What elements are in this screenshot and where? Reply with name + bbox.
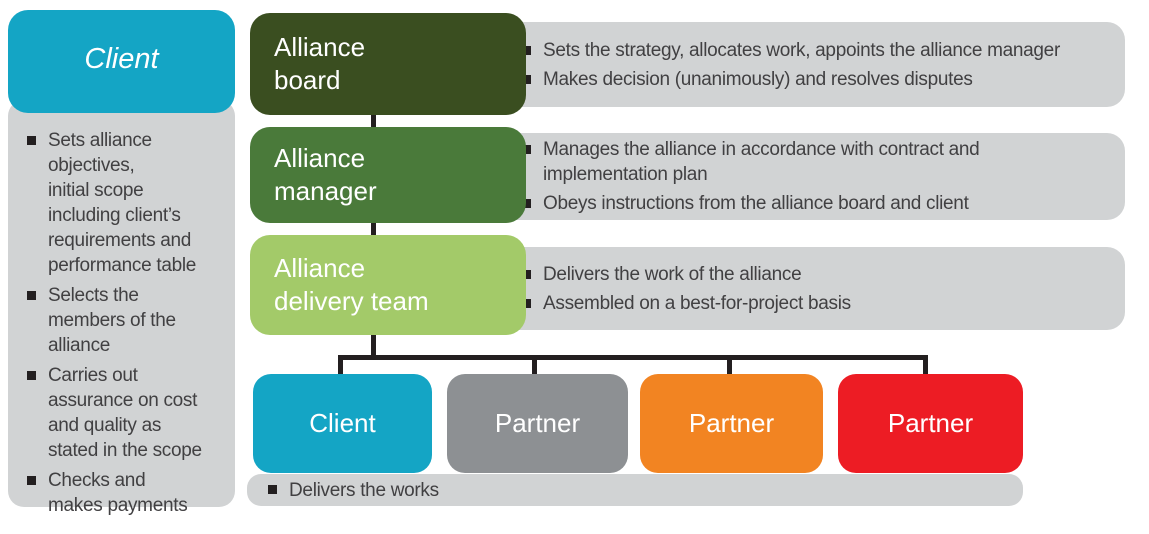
client-responsibility-item: Carries out assurance on cost and qualit…	[27, 363, 225, 463]
connector-drop-partner-3	[923, 358, 928, 374]
alliance-manager-bullet-text: Obeys instructions from the alliance boa…	[543, 193, 969, 214]
alliance-board-panel: Sets the strategy, allocates work, appoi…	[500, 22, 1125, 107]
members-note-bar: Delivers the works	[247, 474, 1023, 506]
client-responsibility-item: Checks and makes payments	[27, 468, 225, 518]
alliance-delivery-team-bullet-text: Delivers the work of the alliance	[543, 263, 802, 285]
client-responsibilities-panel: Sets alliance objectives, initial scope …	[8, 100, 235, 516]
alliance-board-box: Alliance board	[250, 13, 526, 115]
alliance-board-bullet: Sets the strategy, allocates work, appoi…	[522, 38, 1125, 63]
client-responsibility-item: Sets alliance objectives, initial scope …	[27, 128, 225, 278]
alliance-manager-label: Alliance manager	[274, 143, 377, 206]
connector-drop-partner-1	[532, 358, 537, 374]
bullet-square-icon	[27, 476, 36, 485]
bullet-square-icon	[522, 145, 531, 154]
bullet-square-icon	[27, 371, 36, 380]
alliance-board-bullet-text: Sets the strategy, allocates work, appoi…	[543, 39, 1060, 61]
alliance-delivery-team-bullet: Delivers the work of the alliance	[522, 262, 1125, 287]
members-note-item: Delivers the works	[268, 478, 439, 503]
connector-drop-client	[338, 358, 343, 374]
member-partner-3-box: Partner	[838, 374, 1023, 473]
bullet-square-icon	[27, 291, 36, 300]
members-note-text: Delivers the works	[289, 479, 439, 501]
member-partner-2-label: Partner	[688, 408, 775, 438]
connector-members-horizontal	[338, 355, 928, 360]
alliance-board-bullet-text: Makes decision (unanimously) and resolve…	[543, 68, 973, 90]
bullet-square-icon	[522, 269, 531, 279]
alliance-manager-bullet-text: Manages the alliance in accordance with …	[543, 139, 980, 185]
alliance-manager-bullet: Obeys instructions from the alliance boa…	[522, 191, 1125, 216]
client-responsibility-item: Selects the members of the alliance	[27, 283, 225, 358]
client-role-box: Client	[8, 10, 235, 113]
bullet-square-icon	[27, 136, 36, 145]
bullet-square-icon	[522, 199, 531, 208]
member-client-label: Client	[309, 408, 376, 438]
connector-board-manager	[371, 115, 376, 127]
bullet-square-icon	[522, 45, 531, 55]
bullet-square-icon	[522, 74, 531, 84]
connector-manager-delivery	[371, 223, 376, 235]
connector-drop-partner-2	[727, 358, 732, 374]
alliance-delivery-team-label: Alliance delivery team	[274, 253, 429, 316]
bullet-square-icon	[268, 484, 277, 494]
client-responsibility-text: Selects the members of the alliance	[48, 285, 176, 356]
alliance-manager-bullet: Manages the alliance in accordance with …	[522, 137, 1125, 187]
alliance-board-bullet: Makes decision (unanimously) and resolve…	[522, 67, 1125, 92]
member-partner-3-label: Partner	[887, 408, 974, 438]
connector-delivery-members-stub	[371, 335, 376, 357]
alliance-board-label: Alliance board	[274, 32, 366, 95]
client-role-label: Client	[84, 43, 159, 75]
member-partner-1-box: Partner	[447, 374, 628, 473]
member-partner-1-label: Partner	[494, 408, 581, 438]
alliance-delivery-team-box: Alliance delivery team	[250, 235, 526, 335]
alliance-delivery-team-bullet: Assembled on a best-for-project basis	[522, 291, 1125, 316]
alliance-manager-box: Alliance manager	[250, 127, 526, 223]
client-responsibility-text: Carries out assurance on cost and qualit…	[48, 365, 202, 461]
alliance-delivery-team-panel: Delivers the work of the alliance Assemb…	[500, 247, 1125, 330]
client-responsibility-text: Sets alliance objectives, initial scope …	[48, 130, 197, 276]
alliance-manager-panel: Manages the alliance in accordance with …	[500, 133, 1125, 220]
client-responsibility-text: Checks and makes payments	[48, 470, 188, 516]
member-client-box: Client	[253, 374, 432, 473]
member-partner-2-box: Partner	[640, 374, 823, 473]
alliance-delivery-team-bullet-text: Assembled on a best-for-project basis	[543, 292, 851, 314]
bullet-square-icon	[522, 298, 531, 308]
